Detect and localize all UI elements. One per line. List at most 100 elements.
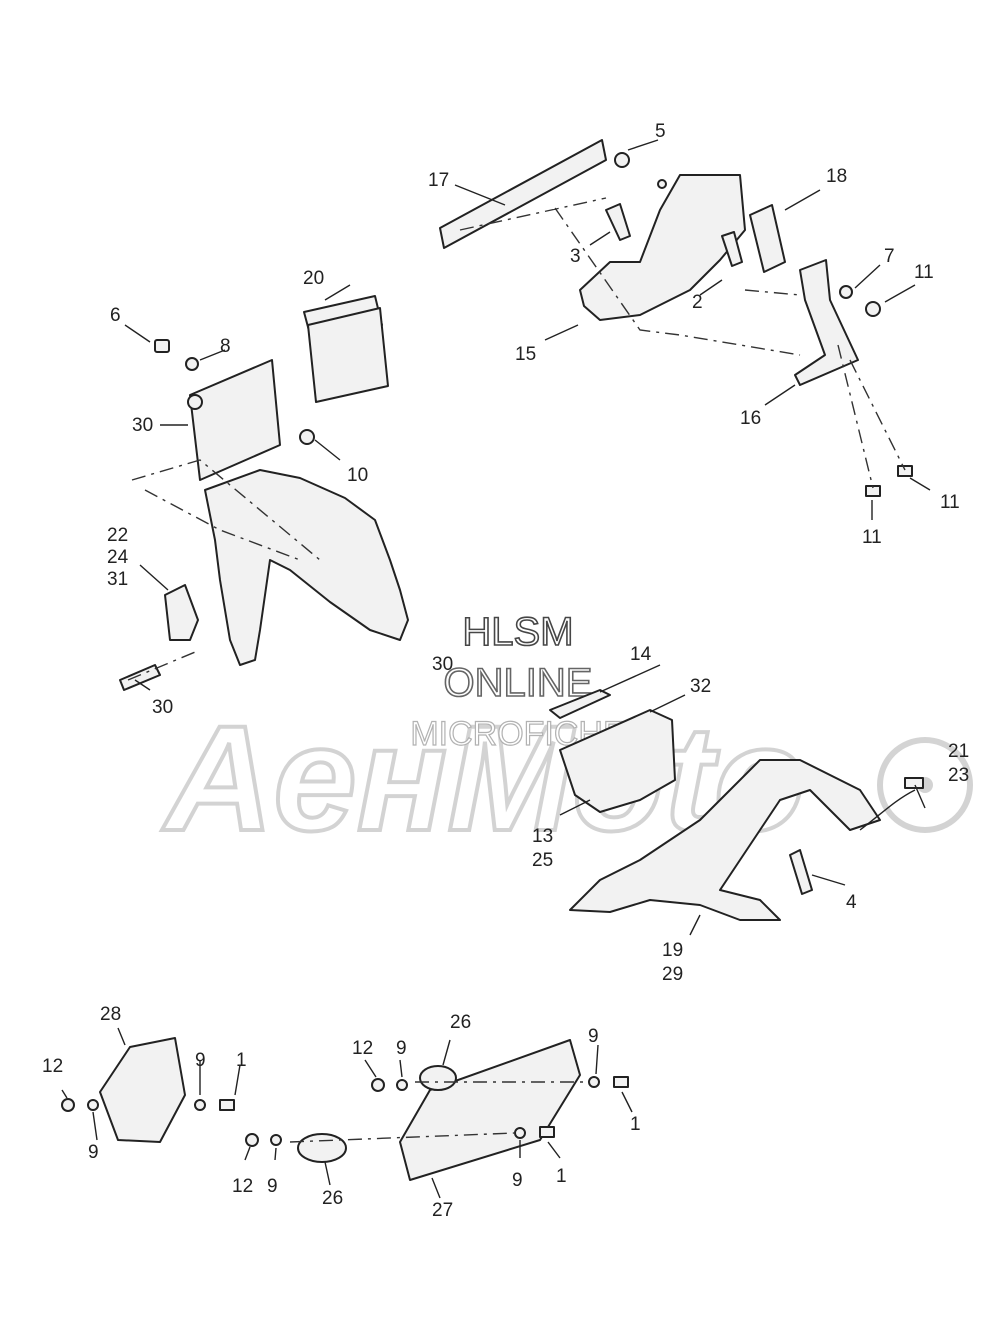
- part-10-nut: [299, 429, 315, 445]
- part-16-bracket: [794, 259, 859, 386]
- callout-7: 7: [884, 246, 895, 267]
- part-18-plate: [749, 204, 786, 273]
- callout-30-fender: 30: [432, 654, 453, 675]
- callout-17: 17: [428, 170, 449, 191]
- watermark-microfiche: MICROFICHE: [410, 715, 625, 753]
- part-13-lamp: [559, 709, 676, 813]
- callout-12-left: 12: [42, 1056, 63, 1077]
- watermark: AeнMoto HLSM ONLINE MICROFICHE: [159, 609, 973, 864]
- callout-1-right: 1: [630, 1114, 641, 1135]
- lower-hardware: [61, 1037, 629, 1181]
- callout-10: 10: [347, 465, 368, 486]
- callout-30-screw: 30: [152, 697, 173, 718]
- leader-lines: [61, 139, 931, 1199]
- bracket-pivot: [187, 394, 203, 410]
- part-26-clamp-lower: [297, 1133, 347, 1163]
- part-6-screw: [154, 339, 170, 353]
- watermark-wheel-icon: [877, 737, 973, 833]
- callout-9-left-top: 9: [195, 1050, 206, 1071]
- part-9-washer-c: [396, 1079, 408, 1091]
- part-2-screw: [721, 231, 743, 267]
- callout-11-top: 11: [914, 262, 934, 283]
- callout-22: 22: [107, 525, 128, 546]
- callout-9-mid: 9: [396, 1038, 407, 1059]
- rear-fender-assembly: [549, 689, 924, 921]
- part-14-pad: [549, 689, 611, 719]
- part-5-screw: [614, 152, 630, 168]
- callout-30-bracket: 30: [132, 415, 153, 436]
- callout-28: 28: [100, 1004, 121, 1025]
- callout-32: 32: [690, 676, 711, 697]
- callout-31: 31: [107, 569, 128, 590]
- part-22-clamp: [164, 584, 199, 641]
- callout-27: 27: [432, 1200, 453, 1221]
- callout-14: 14: [630, 644, 652, 665]
- part-30-screw: [119, 664, 161, 691]
- part-12-nut-b: [371, 1078, 385, 1092]
- callout-2: 2: [692, 292, 703, 313]
- part-4-bolt: [789, 849, 813, 895]
- callout-15: 15: [515, 344, 536, 365]
- part-7-washer: [839, 285, 853, 299]
- part-1-screw-a: [219, 1099, 235, 1111]
- part-27-plate: [399, 1039, 581, 1181]
- callout-20: 20: [303, 268, 324, 289]
- callout-11-right: 11: [940, 492, 960, 513]
- part-23-connector: [904, 777, 924, 789]
- part-28-cover: [99, 1037, 186, 1143]
- part-26-clamp-upper: [419, 1065, 457, 1091]
- callout-labels: 5 17 18 3 7 11 2 15 16 11 11 20 6 8 30 1…: [42, 121, 969, 1221]
- callout-26-lower: 26: [322, 1188, 343, 1209]
- part-3-screw: [605, 203, 631, 241]
- callout-21: 21: [948, 741, 969, 762]
- part-9-washer-a: [87, 1099, 99, 1111]
- callout-9-right: 9: [588, 1026, 599, 1047]
- license-bracket-assembly: [439, 139, 913, 497]
- callout-3: 3: [570, 246, 581, 267]
- callout-25: 25: [532, 850, 553, 871]
- part-9-washer-d: [588, 1076, 600, 1088]
- part-20-plate-body: [307, 307, 389, 403]
- part-30-fender: [204, 469, 409, 666]
- callout-18: 18: [826, 166, 847, 187]
- callout-13: 13: [532, 826, 553, 847]
- callout-8: 8: [220, 336, 231, 357]
- part-21-wire: [859, 789, 916, 831]
- part-30-bracket: [189, 359, 281, 481]
- callout-1-left: 1: [236, 1050, 247, 1071]
- part-15-bracket: [579, 174, 746, 321]
- part-9-washer-f: [514, 1127, 526, 1139]
- part-1-screw-b: [613, 1076, 629, 1088]
- part-19-fender: [569, 759, 881, 921]
- part-12-nut-a: [61, 1098, 75, 1112]
- left-side-assembly: [119, 295, 409, 691]
- watermark-hlsm: HLSM: [462, 610, 573, 654]
- part-9-washer-e: [270, 1134, 282, 1146]
- part-12-nut-c: [245, 1133, 259, 1147]
- callout-16: 16: [740, 408, 761, 429]
- callout-24: 24: [107, 547, 129, 568]
- callout-11-lower: 11: [862, 527, 882, 548]
- callout-4: 4: [846, 892, 857, 913]
- callout-6: 6: [110, 305, 121, 326]
- part-8-washer: [185, 357, 199, 371]
- callout-9-lower-right: 9: [512, 1170, 523, 1191]
- callout-5: 5: [655, 121, 666, 142]
- callout-19: 19: [662, 940, 683, 961]
- callout-23: 23: [948, 765, 969, 786]
- callout-12-lower: 12: [232, 1176, 253, 1197]
- part-17-strip: [439, 139, 607, 249]
- part-9-washer-b: [194, 1099, 206, 1111]
- part-1-screw-c: [539, 1126, 555, 1138]
- callout-9-left-bottom: 9: [88, 1142, 99, 1163]
- watermark-online: ONLINE: [444, 661, 593, 705]
- callout-1-lower: 1: [556, 1166, 567, 1187]
- callout-9-lower: 9: [267, 1176, 278, 1197]
- callout-29: 29: [662, 964, 683, 985]
- part-11-nut-right: [897, 465, 913, 477]
- bracket-hole: [657, 179, 667, 189]
- callout-26-upper: 26: [450, 1012, 471, 1033]
- part-11-nut: [865, 301, 881, 317]
